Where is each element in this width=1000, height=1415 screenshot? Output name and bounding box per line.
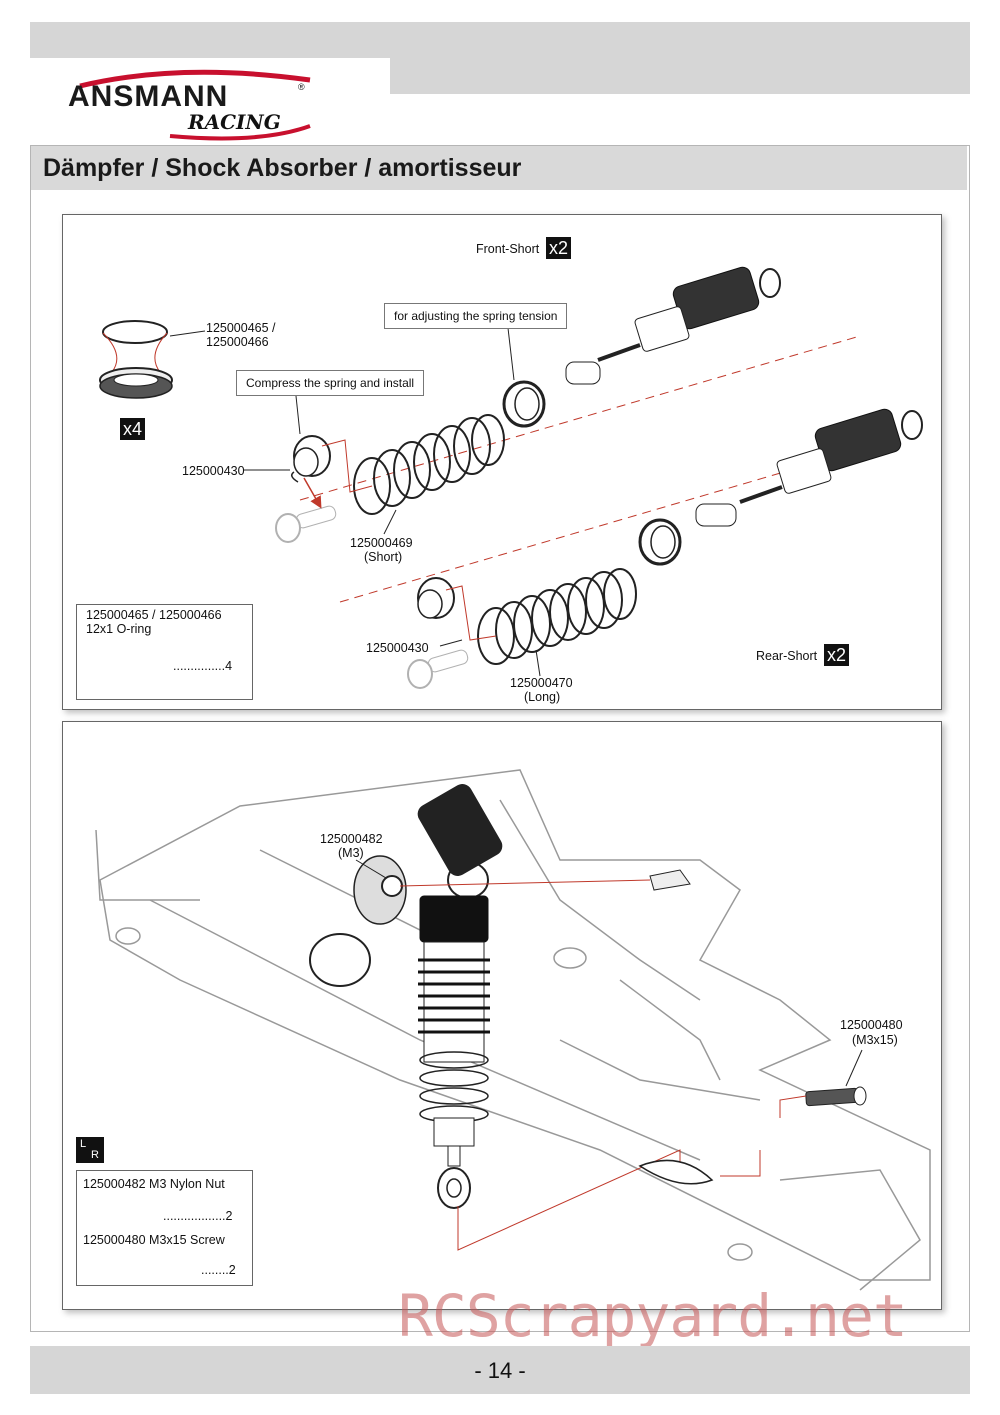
spring-seat-bottom-drawing: [407, 577, 497, 689]
logo-registered: ®: [298, 82, 305, 92]
screw-part-drawing: [805, 1086, 867, 1107]
legend-nut-line: 125000482 M3 Nylon Nut: [83, 1177, 225, 1191]
nut-part-drawing: [381, 869, 691, 897]
spring-seat-part-bottom: 125000430: [366, 641, 429, 655]
nylon-nut-size: (M3): [338, 846, 364, 860]
legend-oring-part: 125000465 / 125000466: [86, 608, 222, 622]
mounted-shock-drawing: [309, 784, 503, 1209]
legend-screw-line: 125000480 M3x15 Screw: [83, 1233, 225, 1247]
panel2-leaders-red: [399, 879, 807, 1251]
legend-oring-count: ...............4: [173, 659, 233, 673]
header-notch: [30, 58, 390, 94]
lr-bottom: R: [91, 1149, 99, 1161]
watermark: RCScrapyard.net: [398, 1282, 908, 1350]
front-qty-badge: x2: [546, 237, 572, 259]
front-spring-drawing: [353, 414, 505, 515]
hardware-legend-box: 125000482 M3 Nylon Nut .................…: [76, 1170, 253, 1286]
legend-screw-count: ........2: [201, 1263, 236, 1277]
panel2-leaders: [355, 859, 863, 1087]
screw-part: 125000480: [840, 1018, 903, 1032]
oring-part-number: 125000465 /: [206, 321, 276, 335]
ansmann-racing-logo: ANSMANN RACING ®: [60, 66, 320, 144]
page-number: - 14 -: [474, 1358, 526, 1383]
section-title-bar: Dämpfer / Shock Absorber / amortisseur: [31, 146, 967, 190]
logo-racing: RACING: [188, 110, 281, 134]
legend-nut-count: ..................2: [163, 1209, 233, 1223]
panel1-leaders: [169, 327, 541, 677]
legend-oring-desc: 12x1 O-ring: [86, 622, 152, 636]
oring-drawing: [99, 320, 173, 399]
front-shock-drawing: [502, 266, 781, 428]
rear-shock-drawing: [638, 408, 923, 566]
spring-short-desc: (Short): [364, 550, 403, 564]
rear-spring-drawing: [477, 568, 637, 665]
spring-long-part: 125000470: [510, 676, 573, 690]
logo-swoosh: [79, 69, 311, 141]
lr-top: L: [80, 1138, 87, 1150]
screw-size: (M3x15): [852, 1033, 898, 1047]
section-title: Dämpfer / Shock Absorber / amortisseur: [43, 154, 522, 182]
front-short-label: Front-Short: [476, 242, 540, 256]
spring-short-part: 125000469: [350, 536, 413, 550]
oring-legend-box: 125000465 / 125000466 12x1 O-ring ......…: [76, 604, 253, 700]
footer-band: [30, 1346, 970, 1394]
content-frame: [30, 145, 970, 1332]
spring-seat-part-top: 125000430: [182, 464, 245, 478]
rear-short-label: Rear-Short: [756, 649, 818, 663]
compress-spring-note: Compress the spring and install: [236, 370, 425, 396]
oring-qty-badge: x4: [120, 418, 146, 440]
nylon-nut-part: 125000482: [320, 832, 383, 846]
rear-qty-badge: x2: [824, 644, 850, 666]
spring-seat-top-drawing: [275, 435, 373, 543]
logo-wordmark: ANSMANN: [68, 80, 229, 113]
left-right-side-icon: L R: [76, 1137, 104, 1163]
adjust-spring-note: for adjusting the spring tension: [384, 303, 568, 329]
spring-long-desc: (Long): [524, 690, 561, 704]
oring-part-number-alt: 125000466: [206, 335, 269, 349]
